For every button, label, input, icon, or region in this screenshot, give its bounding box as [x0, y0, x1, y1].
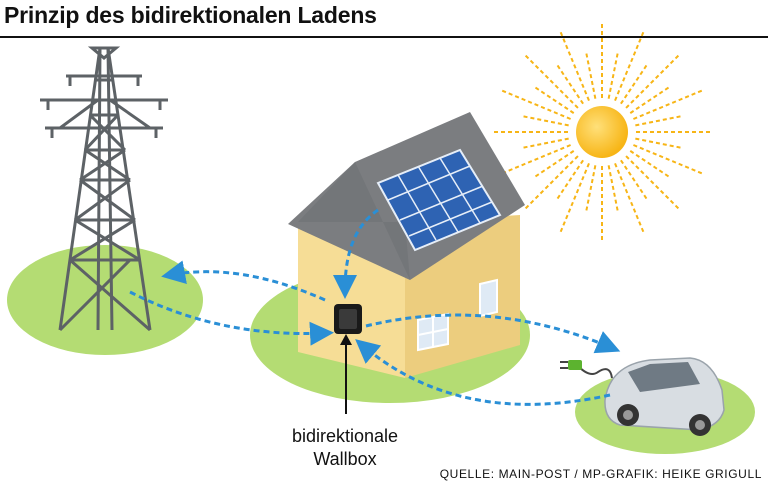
charging-plug-icon — [560, 360, 613, 379]
solar-panel-icon — [376, 148, 502, 252]
sun-ray — [524, 155, 579, 210]
title-rule — [0, 36, 768, 38]
sun-ray — [635, 137, 683, 149]
flow-arrow-car-to-wallbox — [355, 339, 611, 406]
sun-ray — [625, 155, 680, 210]
sun-ray — [501, 144, 571, 175]
power-pylon-icon — [40, 46, 168, 332]
sun-ray — [620, 63, 649, 105]
sun-ray — [555, 63, 584, 105]
sun-ray — [633, 89, 703, 120]
sun-ray — [629, 150, 671, 179]
flow-arrow-wallbox-to-car — [365, 313, 621, 354]
house-icon — [288, 112, 525, 378]
flow-arrow-grid-to-wallbox — [129, 290, 334, 346]
sun-ray — [625, 54, 680, 109]
sun-ray — [585, 51, 597, 99]
wallbox-icon — [334, 304, 362, 334]
sun-ray — [555, 159, 584, 201]
sun-ray — [607, 165, 619, 213]
sun-ray — [521, 137, 569, 149]
sun-icon — [494, 24, 710, 240]
sun-ray — [633, 144, 703, 175]
grass-pylon — [7, 245, 203, 355]
sun-ray — [524, 54, 579, 109]
diagram-title: Prinzip des bidirektionalen Ladens — [4, 2, 377, 28]
sun-ray — [629, 85, 671, 114]
wallbox-label: bidirektionale Wallbox — [270, 425, 420, 471]
flow-arrow-solar-to-wallbox — [333, 208, 379, 299]
wallbox-pointer-arrow — [340, 334, 352, 345]
sun-ray — [614, 163, 645, 233]
sun-ray — [501, 89, 571, 120]
sun-ray — [620, 159, 649, 201]
wallbox-label-line2: Wallbox — [313, 449, 377, 469]
sun-ray — [635, 115, 683, 127]
electric-car-icon — [604, 357, 725, 436]
sun-ray — [533, 150, 575, 179]
sun-ray — [559, 163, 590, 233]
sun-ray — [585, 165, 597, 213]
energy-flow-arrows — [129, 208, 621, 406]
window-icon — [417, 278, 498, 352]
flow-arrow-wallbox-to-grid — [161, 260, 326, 302]
sun-ray — [521, 115, 569, 127]
wallbox-label-line1: bidirektionale — [291, 426, 399, 446]
sun-ray — [533, 85, 575, 114]
sun-ray — [607, 51, 619, 99]
source-credit: QUELLE: MAIN-POST / MP-GRAFIK: HEIKE GRI… — [439, 467, 762, 481]
sun-ray — [559, 31, 590, 101]
sun-ray — [614, 31, 645, 101]
